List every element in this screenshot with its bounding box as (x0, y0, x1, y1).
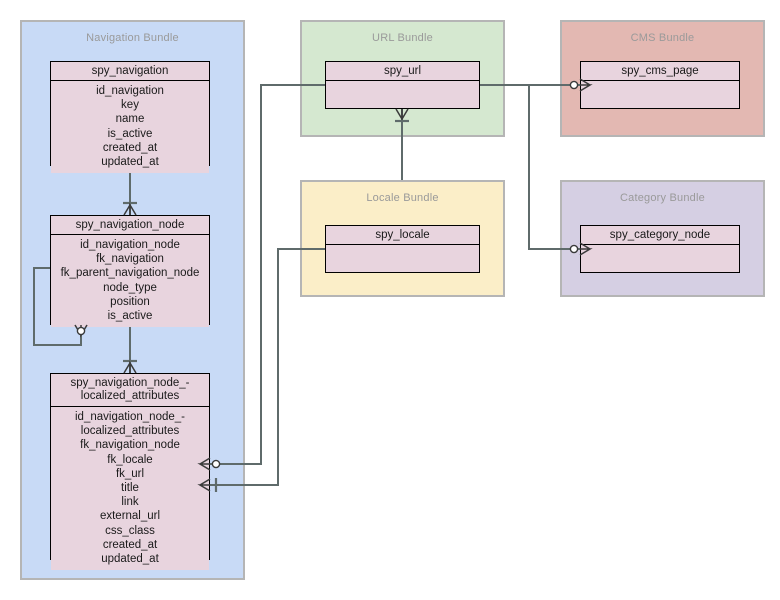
entity-name: spy_url (326, 62, 479, 81)
bundle-title: URL Bundle (372, 32, 433, 44)
entity-spy-navigation-node-localized-attributes[interactable]: spy_navigation_node_- localized_attribut… (50, 373, 210, 571)
entity-attribute: position (110, 295, 150, 308)
bundle-title: CMS Bundle (630, 32, 695, 44)
entity-attribute: fk_parent_navigation_node (60, 267, 200, 280)
entity-attribute: fk_url (115, 467, 145, 480)
entity-attribute: title (121, 482, 139, 495)
bundle-title: Category Bundle (620, 192, 705, 204)
entity-name: spy_navigation (51, 62, 209, 81)
entity-spy-cms-page[interactable]: spy_cms_page (580, 61, 740, 109)
entity-attribute-list: id_navigation_node_- localized_attributes… (51, 407, 209, 571)
entity-spy-navigation-node[interactable]: spy_navigation_node id_navigation_node fk_… (50, 215, 210, 328)
bundle-title: Navigation Bundle (86, 32, 179, 44)
entity-name: spy_cms_page (581, 62, 739, 81)
entity-attribute: css_class (105, 524, 155, 537)
entity-attribute: fk_navigation_node (80, 439, 180, 452)
entity-spy-category-node[interactable]: spy_category_node (580, 225, 740, 273)
entity-attribute: id_navigation (96, 85, 164, 97)
entity-attribute: created_at (102, 141, 158, 154)
bundle-title: Locale Bundle (366, 192, 439, 204)
entity-attribute: id_navigation_node (80, 239, 180, 251)
entity-spy-url[interactable]: spy_url (325, 61, 480, 109)
entity-attribute: id_navigation_node_- (75, 411, 185, 423)
entity-name: spy_locale (326, 226, 479, 245)
entity-name: spy_navigation_node (51, 216, 209, 235)
entity-attribute: external_url (99, 510, 161, 523)
entity-name: spy_category_node (581, 226, 739, 245)
entity-name: spy_navigation_node_- localized_attribut… (51, 374, 209, 407)
entity-attribute: link (121, 496, 139, 509)
entity-attribute: is_active (107, 310, 153, 323)
entity-attribute: key (121, 99, 139, 112)
entity-attribute: node_type (103, 281, 157, 294)
entity-attribute: updated_at (101, 553, 159, 566)
entity-attribute: created_at (102, 538, 158, 551)
entity-attribute: fk_navigation (96, 253, 164, 266)
entity-attribute: is_active (107, 127, 153, 140)
entity-attribute: name (115, 113, 145, 126)
entity-attribute: fk_locale (107, 453, 153, 466)
entity-attribute: updated_at (101, 156, 159, 169)
entity-spy-locale[interactable]: spy_locale (325, 225, 480, 273)
entity-attribute: localized_attributes (80, 425, 180, 438)
